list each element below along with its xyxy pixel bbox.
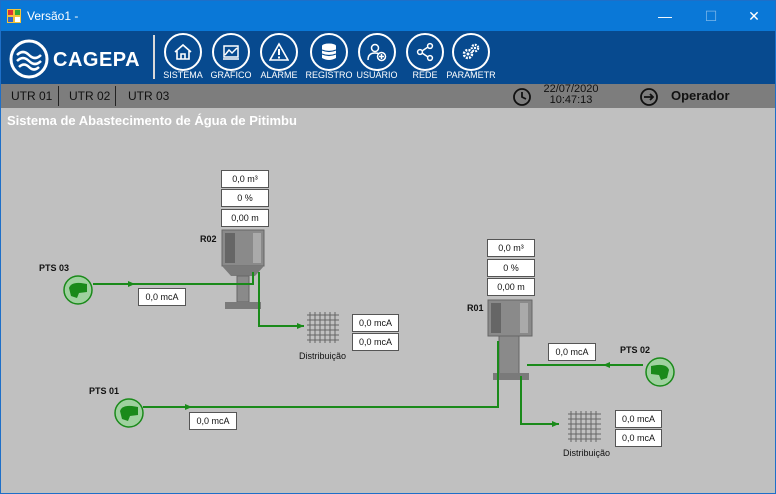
r02-volume-display: 0,0 m³ — [221, 170, 269, 188]
close-button[interactable]: ✕ — [748, 8, 760, 24]
nav-label: REGISTRO — [305, 70, 353, 80]
nav-label: USUÁRIO — [356, 70, 398, 80]
cagepa-logo: CAGEPA — [9, 37, 149, 79]
r02-level-display: 0,00 m — [221, 209, 269, 227]
pts01-pump[interactable] — [114, 398, 144, 428]
date-text: 22/07/2020 — [543, 83, 599, 95]
logo-text: CAGEPA — [53, 49, 141, 71]
page-title: Sistema de Abastecimento de Água de Piti… — [7, 113, 297, 128]
dist2-label: Distribuição — [563, 448, 611, 458]
pts03-label: PTS 03 — [39, 263, 70, 273]
tab-utr-03[interactable]: UTR 03 — [128, 89, 170, 103]
nav-grafico-button[interactable]: GRÁFICO — [207, 33, 255, 83]
dist2-value1-display: 0,0 mcA — [615, 410, 662, 428]
nav-parametr-button[interactable]: PARAMETR — [446, 33, 496, 83]
app-icon — [7, 9, 21, 23]
tab-divider — [58, 86, 59, 106]
pts03-pressure-display: 0,0 mcA — [138, 288, 186, 306]
minimize-button[interactable]: — — [658, 8, 672, 24]
r01-label: R01 — [467, 303, 484, 313]
tab-utr-01[interactable]: UTR 01 — [11, 89, 53, 103]
nav-label: GRÁFICO — [210, 70, 252, 80]
gears-icon — [462, 43, 480, 60]
nav-registro-button[interactable]: REGISTRO — [305, 33, 353, 83]
operator-label[interactable]: Operador — [671, 88, 730, 103]
window-title: Versão1 - — [27, 9, 79, 23]
dist1-label: Distribuição — [299, 351, 347, 361]
pts01-pressure-display: 0,0 mcA — [189, 412, 237, 430]
r01-percent-display: 0 % — [487, 259, 535, 277]
nav-rede-button[interactable]: REDE — [401, 33, 449, 83]
r01-level-display: 0,00 m — [487, 278, 535, 296]
user-add-icon — [367, 43, 387, 62]
database-icon — [321, 43, 337, 60]
dist1-value1-display: 0,0 mcA — [352, 314, 399, 332]
nav-label: REDE — [412, 70, 438, 80]
clock-icon — [513, 88, 531, 106]
distribution-grid-1[interactable] — [307, 312, 339, 343]
r02-label: R02 — [200, 234, 217, 244]
maximize-button[interactable]: ☐ — [704, 8, 718, 24]
tab-divider — [115, 86, 116, 106]
pts02-label: PTS 02 — [620, 345, 651, 355]
home-icon — [174, 43, 192, 60]
nav-label: PARAMETR — [446, 70, 496, 80]
nav-label: SISTEMA — [163, 70, 203, 80]
r01-volume-display: 0,0 m³ — [487, 239, 535, 257]
dist2-value2-display: 0,0 mcA — [615, 429, 662, 447]
dist1-value2-display: 0,0 mcA — [352, 333, 399, 351]
utr-bar: UTR 01 UTR 02 UTR 03 22/07/2020 10:47:13… — [1, 84, 775, 108]
header-bar: CAGEPA SISTEMA GRÁFICO ALARME REGISTRO U… — [1, 31, 775, 84]
time-text: 10:47:13 — [549, 94, 593, 106]
nav-label: ALARME — [260, 70, 298, 80]
r01-tank[interactable] — [487, 299, 533, 380]
cagepa-logo-icon — [9, 39, 49, 79]
datetime-display: 22/07/2020 10:47:13 — [531, 84, 611, 106]
flow-arrows — [128, 281, 610, 427]
nav-alarme-button[interactable]: ALARME — [255, 33, 303, 83]
header-divider — [153, 35, 155, 79]
pts03-pump[interactable] — [63, 275, 93, 305]
tab-utr-02[interactable]: UTR 02 — [69, 89, 111, 103]
r02-tank[interactable] — [221, 229, 265, 309]
pts01-label: PTS 01 — [89, 386, 120, 396]
chart-icon — [223, 45, 239, 60]
distribution-grid-2[interactable] — [568, 411, 601, 442]
nav-usuario-button[interactable]: USUÁRIO — [353, 33, 401, 83]
title-bar: Versão1 - — ☐ ✕ — [1, 1, 775, 31]
pipes — [93, 272, 643, 425]
warning-icon — [269, 42, 289, 61]
pts02-pressure-display: 0,0 mcA — [548, 343, 596, 361]
r02-percent-display: 0 % — [221, 189, 269, 207]
pts02-pump[interactable] — [645, 357, 675, 387]
nav-sistema-button[interactable]: SISTEMA — [159, 33, 207, 83]
network-icon — [416, 42, 434, 62]
logout-icon[interactable] — [639, 87, 659, 107]
